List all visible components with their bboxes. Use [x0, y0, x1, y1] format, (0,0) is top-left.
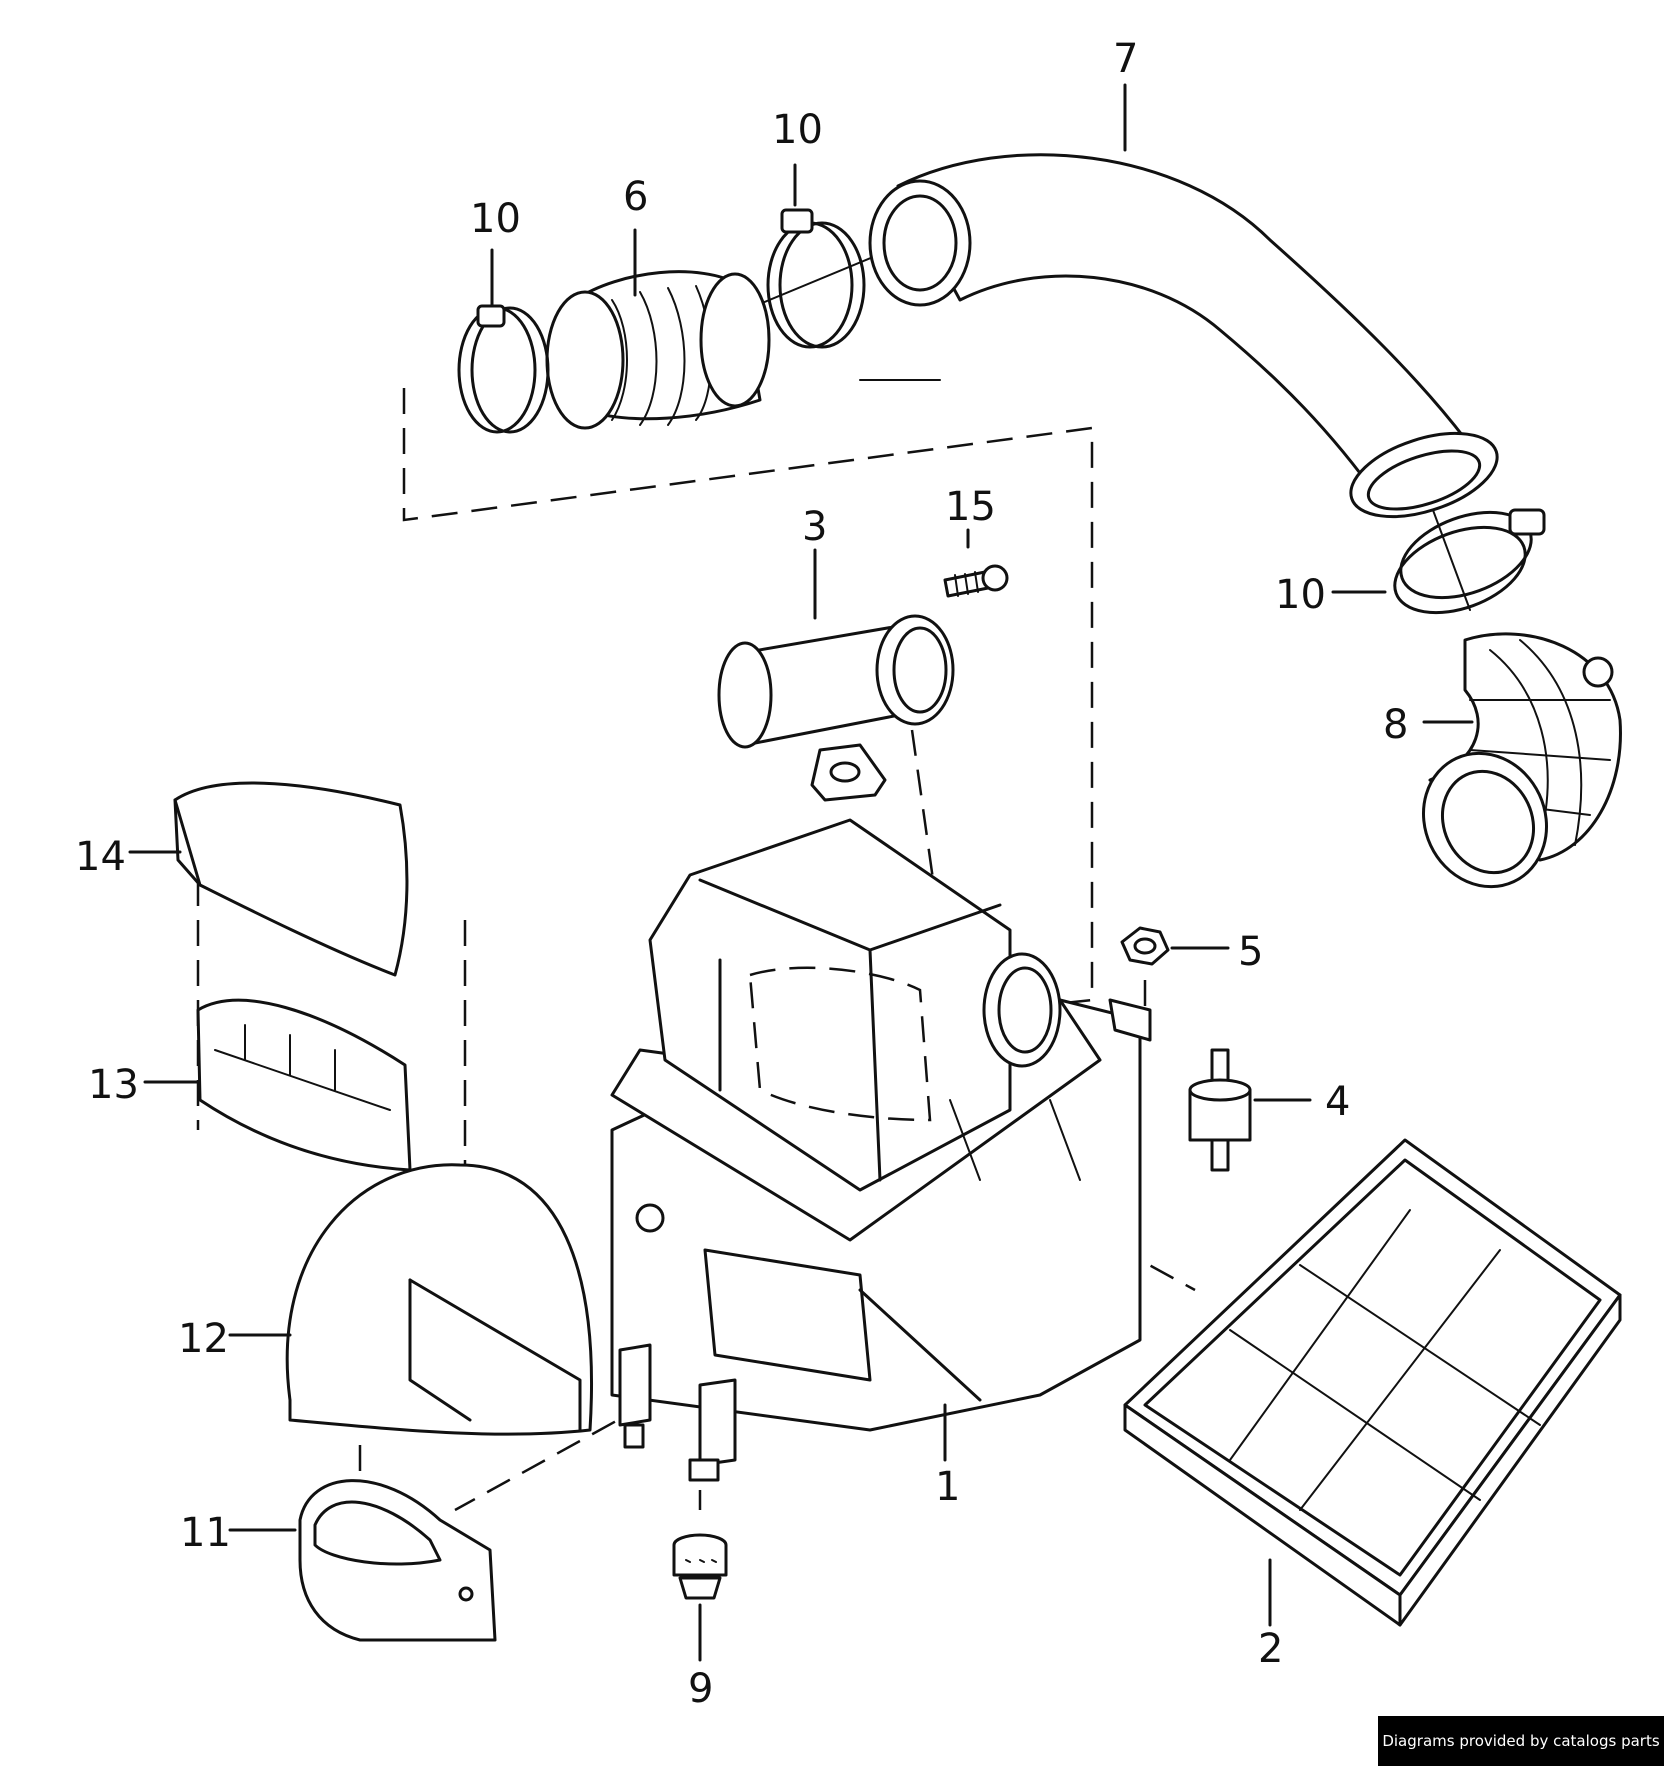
- hose-clamp-top[interactable]: [766, 208, 866, 349]
- callout-1: 1: [935, 1464, 960, 1510]
- filter-element[interactable]: [1123, 1138, 1622, 1627]
- callout-8: 8: [1383, 702, 1408, 748]
- callout-labels: 1 2 3 4 5 6 7 8 9 10 10 10 11 12 13 14 1…: [75, 36, 1408, 1712]
- callout-4: 4: [1325, 1079, 1350, 1125]
- callout-14: 14: [75, 834, 126, 880]
- intake-funnel-upper[interactable]: [173, 781, 409, 977]
- screw[interactable]: [943, 564, 1009, 598]
- callout-6: 6: [623, 174, 648, 220]
- callout-10-right: 10: [1275, 572, 1326, 618]
- callout-15: 15: [945, 484, 996, 530]
- callout-9: 9: [688, 1666, 713, 1712]
- callout-11: 11: [180, 1510, 231, 1556]
- grommet[interactable]: [672, 1533, 728, 1600]
- intake-funnel-lower[interactable]: [298, 1479, 497, 1642]
- hex-nut[interactable]: [1120, 926, 1170, 966]
- callout-5: 5: [1238, 929, 1263, 975]
- rubber-mount[interactable]: [1188, 1048, 1252, 1172]
- intake-hose[interactable]: [868, 153, 1507, 533]
- callout-3: 3: [802, 504, 827, 550]
- callout-10-left: 10: [470, 196, 521, 242]
- air-mass-meter[interactable]: [717, 614, 955, 802]
- bellows-hose[interactable]: [545, 270, 771, 430]
- air-guide[interactable]: [196, 998, 412, 1172]
- hose-clamp-right[interactable]: [1383, 496, 1546, 629]
- callout-13: 13: [88, 1062, 139, 1108]
- intake-duct[interactable]: [285, 1163, 593, 1436]
- air-filter-housing[interactable]: [610, 818, 1152, 1482]
- callout-10-top: 10: [772, 107, 823, 153]
- elbow-connector[interactable]: [1402, 632, 1622, 907]
- credit-banner: Diagrams provided by catalogs parts: [1378, 1716, 1664, 1766]
- leader-lines: [128, 83, 1474, 1662]
- callout-7: 7: [1113, 36, 1138, 82]
- callout-2: 2: [1258, 1626, 1283, 1672]
- callout-12: 12: [178, 1316, 229, 1362]
- hose-clamp-left[interactable]: [457, 304, 550, 434]
